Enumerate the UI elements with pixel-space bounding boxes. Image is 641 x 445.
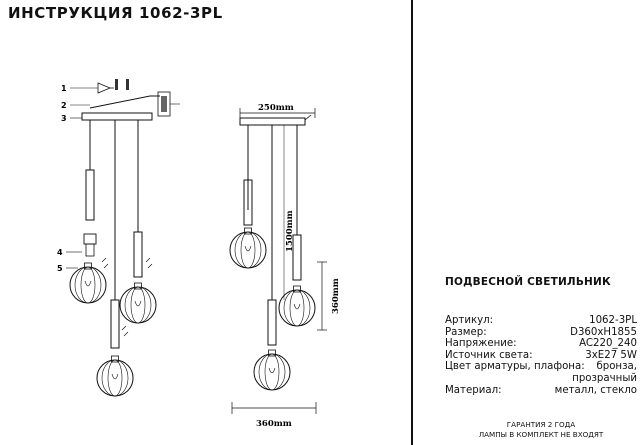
spec-list: Артикул: 1062-3PL Размер: D360xH1855 Нап…: [445, 315, 637, 396]
dim-overall-width: 360mm: [256, 419, 292, 429]
exploded-view: [66, 79, 180, 397]
spec-value: AC220_240: [579, 338, 637, 350]
lamps-note: ЛАМПЫ В КОМПЛЕКТ НЕ ВХОДЯТ: [478, 430, 604, 439]
spec-row: Материал: металл, стекло: [445, 385, 637, 397]
spec-value: 3xE27 5W: [585, 349, 637, 361]
product-title: ПОДВЕСНОЙ СВЕТИЛЬНИК: [445, 276, 611, 288]
callout-5: 5: [57, 264, 63, 273]
vertical-divider: [411, 0, 413, 445]
dim-canopy-width: 250mm: [258, 103, 294, 113]
dim-lamp-height: 360mm: [331, 278, 341, 314]
spec-value: прозрачный: [572, 372, 637, 384]
spec-row: Цвет арматуры, плафона: бронза,: [445, 361, 637, 373]
footer-notes: ГАРАНТИЯ 2 ГОДА ЛАМПЫ В КОМПЛЕКТ НЕ ВХОД…: [445, 420, 637, 440]
spec-value: бронза,: [596, 361, 637, 373]
spec-row: Размер: D360xH1855: [445, 327, 637, 339]
spec-label: Артикул:: [445, 315, 494, 326]
callout-2: 2: [61, 101, 67, 110]
spec-label: Источник света:: [445, 349, 533, 361]
spec-label: Материал:: [445, 384, 502, 396]
spec-value: 1062-3PL: [589, 315, 637, 326]
spec-row: Артикул: 1062-3PL: [445, 315, 637, 327]
callout-3: 3: [61, 114, 67, 123]
spec-label: Размер:: [445, 326, 487, 338]
spec-row: Напряжение: AC220_240: [445, 338, 637, 350]
spec-row: Источник света: 3xE27 5W: [445, 350, 637, 362]
spec-label: Напряжение:: [445, 338, 517, 350]
spec-value: D360xH1855: [570, 326, 637, 338]
spec-value: металл, стекло: [554, 384, 637, 396]
callout-4: 4: [57, 248, 63, 257]
warranty-note: ГАРАНТИЯ 2 ГОДА: [506, 420, 576, 429]
spec-row: прозрачный: [445, 373, 637, 385]
spec-label: Цвет арматуры, плафона:: [445, 361, 585, 373]
dim-cable-length: 1500mm: [285, 210, 295, 252]
callout-1: 1: [61, 84, 67, 93]
page-title: ИНСТРУКЦИЯ 1062-3PL: [8, 4, 223, 22]
dimension-view: [229, 108, 327, 414]
